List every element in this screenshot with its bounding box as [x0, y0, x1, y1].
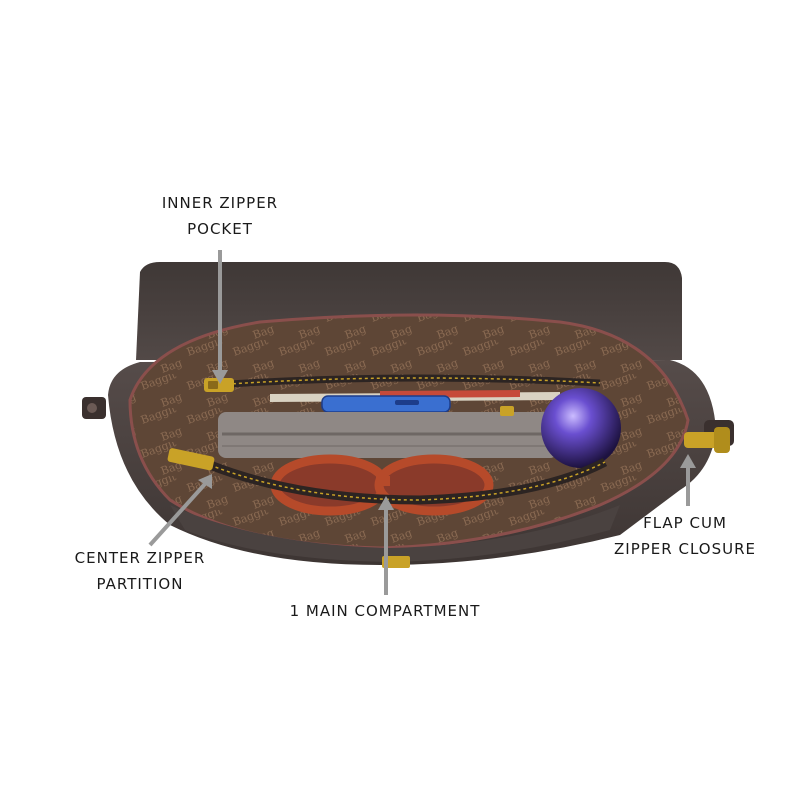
phone: [321, 395, 451, 413]
flap-zipper-hardware: [684, 427, 730, 453]
callout-center-zipper-line2: PARTITION: [96, 575, 184, 593]
callout-flap-closure-line1: FLAP CUM: [643, 514, 727, 532]
callout-inner-zipper-pocket-line1: INNER ZIPPER: [161, 194, 279, 212]
callout-inner-zipper-pocket: INNER ZIPPER POCKET: [150, 190, 290, 242]
callout-inner-zipper-pocket-line2: POCKET: [187, 220, 253, 238]
callout-main-compartment-line1: 1 MAIN COMPARTMENT: [289, 602, 481, 620]
arrow-center-zipper: [148, 474, 212, 547]
callout-flap-closure-line2: ZIPPER CLOSURE: [614, 540, 756, 558]
center-zipper-pull: [167, 448, 215, 471]
callout-flap-closure: FLAP CUM ZIPPER CLOSURE: [610, 510, 760, 562]
callout-center-zipper-partition: CENTER ZIPPER PARTITION: [70, 545, 210, 597]
arrow-inner-zipper: [212, 250, 228, 384]
inner-zipper-pull: [204, 378, 234, 392]
purple-ball: [541, 388, 621, 468]
arrow-flap-closure: [680, 454, 696, 506]
callout-center-zipper-line1: CENTER ZIPPER: [74, 549, 206, 567]
bottom-clasp: [382, 556, 410, 568]
callout-main-compartment: 1 MAIN COMPARTMENT: [280, 598, 490, 624]
center-zipper-track: [208, 458, 608, 505]
arrow-main-compartment: [378, 496, 394, 595]
